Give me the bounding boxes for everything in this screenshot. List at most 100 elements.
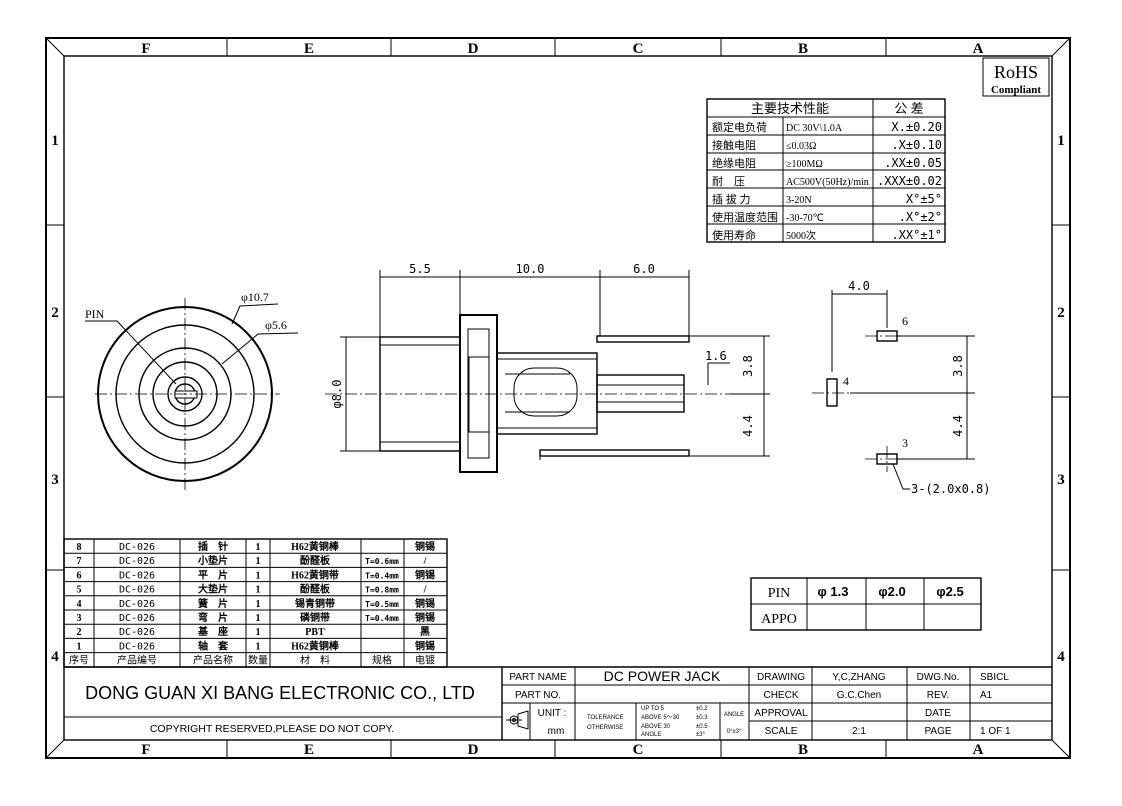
bom-cell: 黑 bbox=[420, 626, 430, 638]
spec-row-value: AC500V(50Hz)/min bbox=[786, 177, 869, 188]
bom-cell: H62黄铜棒 bbox=[291, 540, 340, 553]
dim-1-6: 1.6 bbox=[705, 349, 727, 363]
angle-label: ANGLE bbox=[724, 712, 744, 718]
bom-cell: 插 针 bbox=[198, 540, 228, 553]
row-label-1-right: 1 bbox=[1057, 133, 1065, 149]
bom-table bbox=[63, 538, 448, 668]
spec-table: 主要技术性能 公 差 bbox=[706, 98, 946, 243]
spec-row-value: DC 30V\1.0A bbox=[786, 123, 843, 134]
bom-cell: 磷铜带 bbox=[300, 611, 330, 624]
bom-cell: 1 bbox=[256, 556, 261, 567]
scale-label: SCALE bbox=[765, 726, 798, 737]
spec-row-name: 额定电负荷 bbox=[712, 120, 767, 134]
part-no-label: PART NO. bbox=[515, 690, 561, 701]
drawing-label: DRAWING bbox=[757, 672, 805, 683]
row-label-3-right: 3 bbox=[1057, 472, 1065, 488]
bom-cell: 1 bbox=[256, 613, 261, 624]
page-label: PAGE bbox=[924, 726, 951, 737]
bom-header-cell: 材 料 bbox=[300, 654, 330, 667]
row-label-4-left: 4 bbox=[51, 649, 59, 665]
spec-row-name: 耐 压 bbox=[712, 175, 745, 188]
spec-row-value: ≥100MΩ bbox=[786, 159, 823, 170]
tol-up-to-5: UP TO 5 bbox=[641, 706, 665, 712]
bom-cell: 锡青铜带 bbox=[295, 597, 335, 610]
bom-cell: 铜锡 bbox=[415, 597, 435, 610]
spec-row-tolerance: .X±0.10 bbox=[891, 138, 942, 152]
spec-header-right: 公 差 bbox=[894, 101, 923, 116]
pad-4-label: 4 bbox=[843, 374, 849, 388]
bom-cell: 6 bbox=[77, 570, 82, 581]
angle-value: 0°±3° bbox=[727, 729, 742, 735]
dim-4-0: 4.0 bbox=[848, 279, 870, 293]
company-name: DONG GUAN XI BANG ELECTRONIC CO., LTD bbox=[85, 683, 475, 703]
tol-above-30: ABOVE 30 bbox=[641, 724, 671, 730]
bom-cell: H62黄铜棒 bbox=[291, 639, 340, 652]
spec-row-name: 插 拔 力 bbox=[712, 192, 751, 206]
bom-cell: 1 bbox=[256, 599, 261, 610]
bom-cell: T=0.8mm bbox=[365, 586, 399, 595]
dwg-no-value: SBICL bbox=[980, 672, 1009, 683]
unit-value: mm bbox=[548, 726, 565, 737]
col-label-a-bottom: A bbox=[973, 742, 984, 758]
bom-cell: DC-026 bbox=[119, 599, 155, 610]
bom-cell: 8 bbox=[77, 542, 82, 553]
bom-cell: 1 bbox=[256, 542, 261, 553]
bom-cell: 1 bbox=[256, 627, 261, 638]
col-label-b-top: B bbox=[798, 41, 808, 57]
bom-cell: 簧 片 bbox=[198, 597, 228, 610]
page-value: 1 OF 1 bbox=[980, 726, 1011, 737]
bom-cell: DC-026 bbox=[119, 641, 155, 652]
row-label-4-right: 4 bbox=[1057, 649, 1065, 665]
spec-row-tolerance: X°±5° bbox=[906, 192, 942, 206]
bom-cell: 5 bbox=[77, 585, 82, 596]
dim-4-4: 4.4 bbox=[741, 415, 755, 437]
bom-cell: 酚醛板 bbox=[300, 554, 331, 567]
col-label-d-top: D bbox=[468, 41, 479, 57]
drawing-value: Y,C,ZHANG bbox=[832, 672, 885, 683]
bom-cell: DC-026 bbox=[119, 613, 155, 624]
spec-row-tolerance: .XX±0.05 bbox=[884, 156, 942, 170]
title-block: DONG GUAN XI BANG ELECTRONIC CO., LTD CO… bbox=[64, 666, 1052, 740]
bom-cell: 铜锡 bbox=[415, 611, 435, 624]
phi-5-6-label: φ5.6 bbox=[265, 318, 287, 332]
spec-row-tolerance: .XXX±0.02 bbox=[877, 174, 942, 188]
rev-value: A1 bbox=[980, 690, 993, 701]
col-label-c-bottom: C bbox=[633, 742, 644, 758]
check-label: CHECK bbox=[763, 690, 798, 701]
bom-cell: PBT bbox=[305, 627, 325, 638]
bom-cell: 1 bbox=[256, 641, 261, 652]
spec-header-left: 主要技术性能 bbox=[751, 101, 829, 116]
copyright-notice: COPYRIGHT RESERVED,PLEASE DO NOT COPY. bbox=[150, 723, 394, 735]
pin-table-phi25: φ2.5 bbox=[936, 584, 963, 599]
spec-row-tolerance: .X°±2° bbox=[899, 210, 942, 224]
row-label-3-left: 3 bbox=[51, 472, 59, 488]
col-label-f-top: F bbox=[141, 41, 150, 57]
col-label-c-top: C bbox=[633, 41, 644, 57]
part-name-value: DC POWER JACK bbox=[604, 668, 721, 684]
bom-cell: DC-026 bbox=[119, 585, 155, 596]
dim-3-8-footprint: 3.8 bbox=[951, 355, 965, 377]
pin-table: PIN φ 1.3 φ2.0 φ2.5 APPO bbox=[750, 577, 982, 631]
bom-cell: H62黄铜带 bbox=[291, 568, 339, 581]
bom-cell: 1 bbox=[77, 641, 82, 652]
bom-cell: T=0.4mm bbox=[365, 571, 399, 580]
tol-03: ±0.3 bbox=[696, 715, 708, 721]
bom-header-cell: 规格 bbox=[372, 654, 392, 667]
dim-phi-8-0: φ8.0 bbox=[330, 380, 344, 409]
col-label-f-bottom: F bbox=[141, 742, 150, 758]
bom-cell: DC-026 bbox=[119, 542, 155, 553]
bom-cell: 铜锡 bbox=[415, 639, 435, 652]
col-label-d-bottom: D bbox=[468, 742, 479, 758]
pin-label: PIN bbox=[85, 307, 105, 321]
bom-cell: 2 bbox=[77, 627, 82, 638]
pin-table-pin: PIN bbox=[768, 586, 791, 601]
tolerance-label: TOLERANCE bbox=[587, 715, 624, 721]
pad-6-label: 6 bbox=[902, 314, 908, 328]
bom-cell: T=0.6mm bbox=[365, 557, 399, 566]
bom-cell: T=0.5mm bbox=[365, 600, 399, 609]
bom-cell: 轴 套 bbox=[198, 639, 229, 652]
bom-header-cell: 序号 bbox=[69, 654, 89, 667]
rohs-box bbox=[982, 57, 1050, 97]
tol-3deg: ±3° bbox=[696, 732, 706, 738]
rohs-title: RoHS bbox=[994, 62, 1038, 82]
